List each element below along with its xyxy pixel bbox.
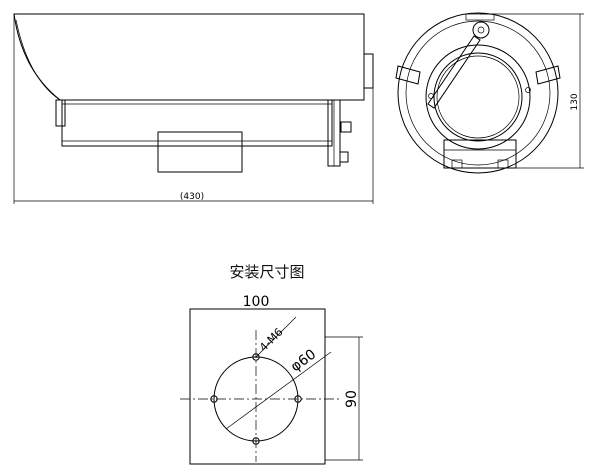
front-view: 130	[395, 12, 584, 174]
bolt-label: 4-M6	[257, 326, 286, 355]
side-length-label: (430)	[180, 192, 204, 202]
side-view: (430)	[13, 13, 374, 204]
mount-width-label: 100	[243, 294, 270, 310]
pcd-label: φ60	[288, 346, 319, 375]
mount-height-label: 90	[344, 390, 360, 408]
mount-caption: 安装尺寸图	[229, 263, 304, 281]
mounting-diagram: 安装尺寸图 100 90 4-M6 φ60	[180, 263, 363, 465]
front-height-label: 130	[570, 93, 580, 110]
